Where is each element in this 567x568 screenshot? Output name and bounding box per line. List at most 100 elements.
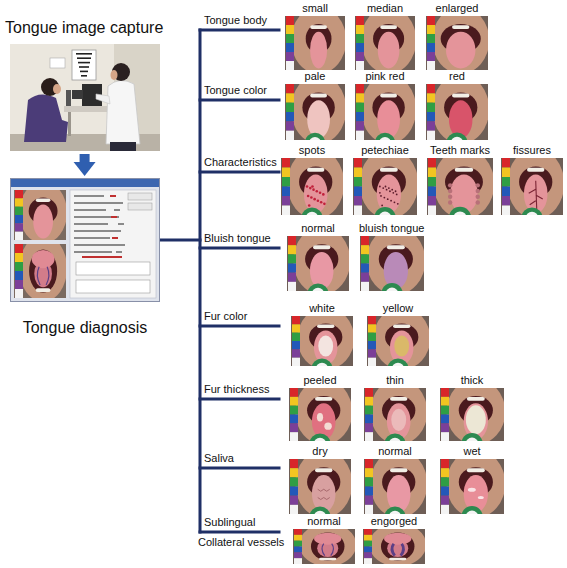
color-chart [365,397,373,406]
teeth [452,94,469,98]
badge [453,211,466,215]
color-chart [354,187,362,197]
teeth [307,168,324,172]
thumbnail-caption: fissures [501,144,563,157]
face [297,316,353,366]
tongue-photo [364,388,426,441]
teeth [36,288,51,292]
tongue-spot [381,205,383,207]
tongue-fur [318,336,333,357]
color-chart [290,496,298,505]
tongue-spot [391,189,393,191]
tongue-thumbnail: small [285,2,345,70]
thumbnail-caption: red [426,70,488,83]
color-chart [502,196,510,206]
badge [309,433,330,441]
tongue [377,100,400,138]
tongue-photo [285,16,345,70]
category-label: Fur thickness [204,383,269,396]
color-chart [290,459,298,468]
form-row [118,223,124,225]
teeth [467,468,485,472]
color-chart [364,558,372,564]
color-chart [441,468,449,477]
category-label: Fur color [204,310,247,323]
tongue-spot [306,185,309,188]
color-chart [294,558,302,564]
color-chart [282,168,290,178]
sublingual-vein [322,544,325,556]
thumbnail-caption: thin [364,374,426,387]
color-chart [286,61,294,70]
color-chart [15,262,23,271]
tongue-photo [426,84,488,140]
tongue [307,100,330,138]
color-chart [292,324,300,332]
color-chart [354,196,362,206]
tongue-thumbnail: engorged [363,515,425,564]
tongue-spot [307,195,310,198]
tongue [32,250,55,268]
teeth [380,94,397,98]
tongue-thumbnail: normal [287,222,349,291]
thumbnail-caption: white [291,302,353,315]
color-chart [365,415,373,424]
color-chart [365,477,373,486]
capture-photo-box: Tongue image capture [5,18,163,151]
teeth [387,245,405,249]
badge [466,438,479,441]
badge [526,212,538,215]
teeth-mark [476,183,480,187]
thumbnail-frame [355,84,415,140]
software-box: Tongue diagnosis [10,178,160,338]
tongue-spot [382,187,384,189]
badge [307,283,328,291]
color-chart [427,34,435,43]
face [361,16,415,70]
camera-lens [72,90,83,99]
tongue-photo [285,84,345,140]
saliva-shine [468,488,476,492]
color-chart [368,341,376,349]
tongue-photo [353,158,417,215]
doctor-face [111,70,118,80]
badge [387,358,408,366]
teeth [317,325,334,329]
color-chart [361,236,369,245]
thumbnail-frame [289,388,351,441]
tongue-photo [501,158,563,215]
window-frame [11,179,160,302]
tongue-spot [388,187,390,189]
tongue [384,533,411,545]
color-chart [427,61,435,70]
color-chart [356,34,364,43]
color-chart [441,388,449,397]
color-chart [15,223,23,231]
color-chart [290,505,298,514]
tongue-fur [394,336,409,357]
badge [375,133,395,140]
color-chart [427,43,435,52]
title-bar [11,179,159,187]
color-chart [441,397,449,406]
color-chart [294,552,302,558]
table-leg [68,112,71,136]
thumbnail-frame [355,16,415,70]
color-chart [290,487,298,496]
tree-branch [200,171,279,174]
saliva-shine [478,496,484,499]
color-chart [286,84,294,93]
color-chart [290,468,298,477]
tongue-spot [379,192,381,194]
color-chart [428,196,436,206]
thumbnail-frame [367,316,429,366]
tongue-thumbnail: normal [364,445,426,514]
color-chart [290,388,298,397]
tongue-photo [427,158,493,215]
thumbnail-frame [287,236,349,291]
color-chart [427,112,435,121]
teeth-mark [476,200,480,204]
color-chart [427,16,435,25]
face [359,158,417,215]
color-chart [364,552,372,558]
